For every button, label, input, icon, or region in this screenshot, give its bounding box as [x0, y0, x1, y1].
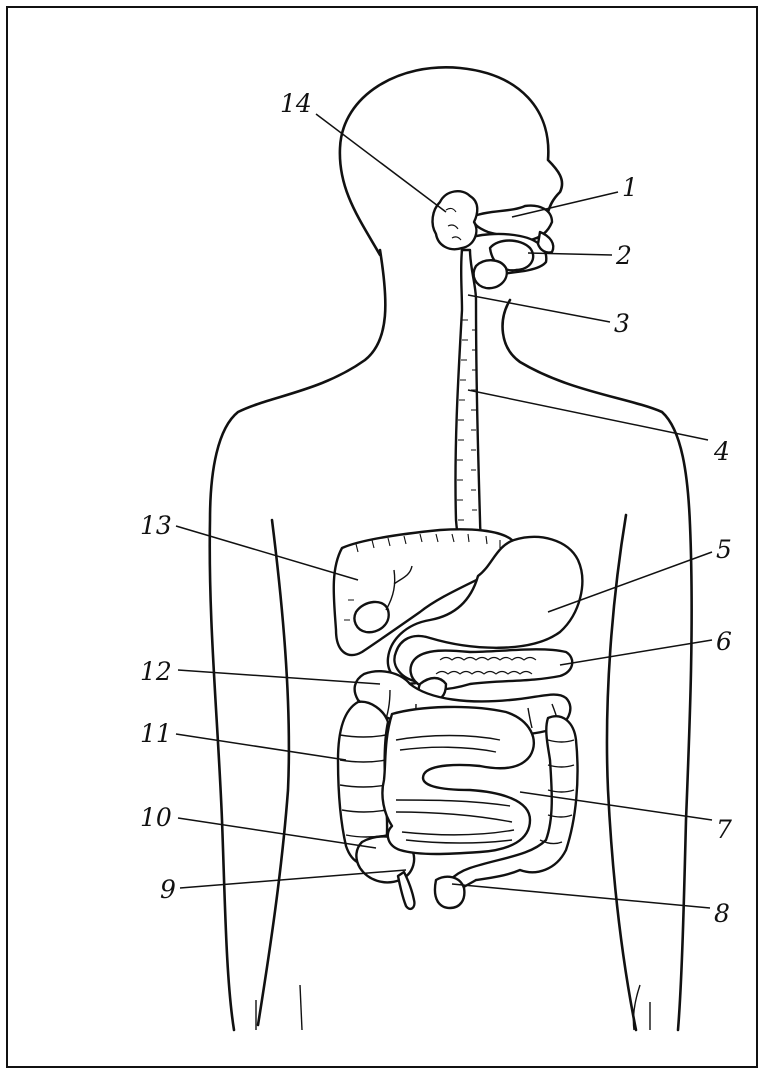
label-14: 14	[280, 89, 312, 118]
left-torso-side	[258, 520, 289, 1025]
label-4: 4	[713, 437, 730, 466]
parotid-gland	[433, 191, 478, 249]
label-3: 3	[614, 309, 630, 338]
leader-3	[468, 295, 610, 322]
label-7: 7	[716, 815, 732, 844]
label-13: 13	[140, 511, 172, 540]
label-10: 10	[140, 803, 172, 832]
label-6: 6	[716, 627, 732, 656]
leader-6	[560, 640, 712, 665]
label-9: 9	[160, 875, 176, 904]
label-12: 12	[140, 657, 172, 686]
appendix	[398, 872, 414, 909]
label-1: 1	[622, 173, 638, 202]
leader-11	[176, 734, 346, 760]
leader-12	[178, 670, 380, 684]
leader-14	[316, 114, 446, 212]
label-2: 2	[615, 241, 632, 270]
leader-13	[176, 526, 358, 580]
label-5: 5	[716, 535, 732, 564]
rectum	[435, 877, 464, 908]
leader-8	[452, 884, 710, 908]
gall-bladder	[354, 602, 388, 632]
right-torso-side	[607, 515, 636, 1030]
label-11: 11	[140, 719, 172, 748]
leader-4	[468, 390, 708, 440]
label-8: 8	[714, 899, 730, 928]
